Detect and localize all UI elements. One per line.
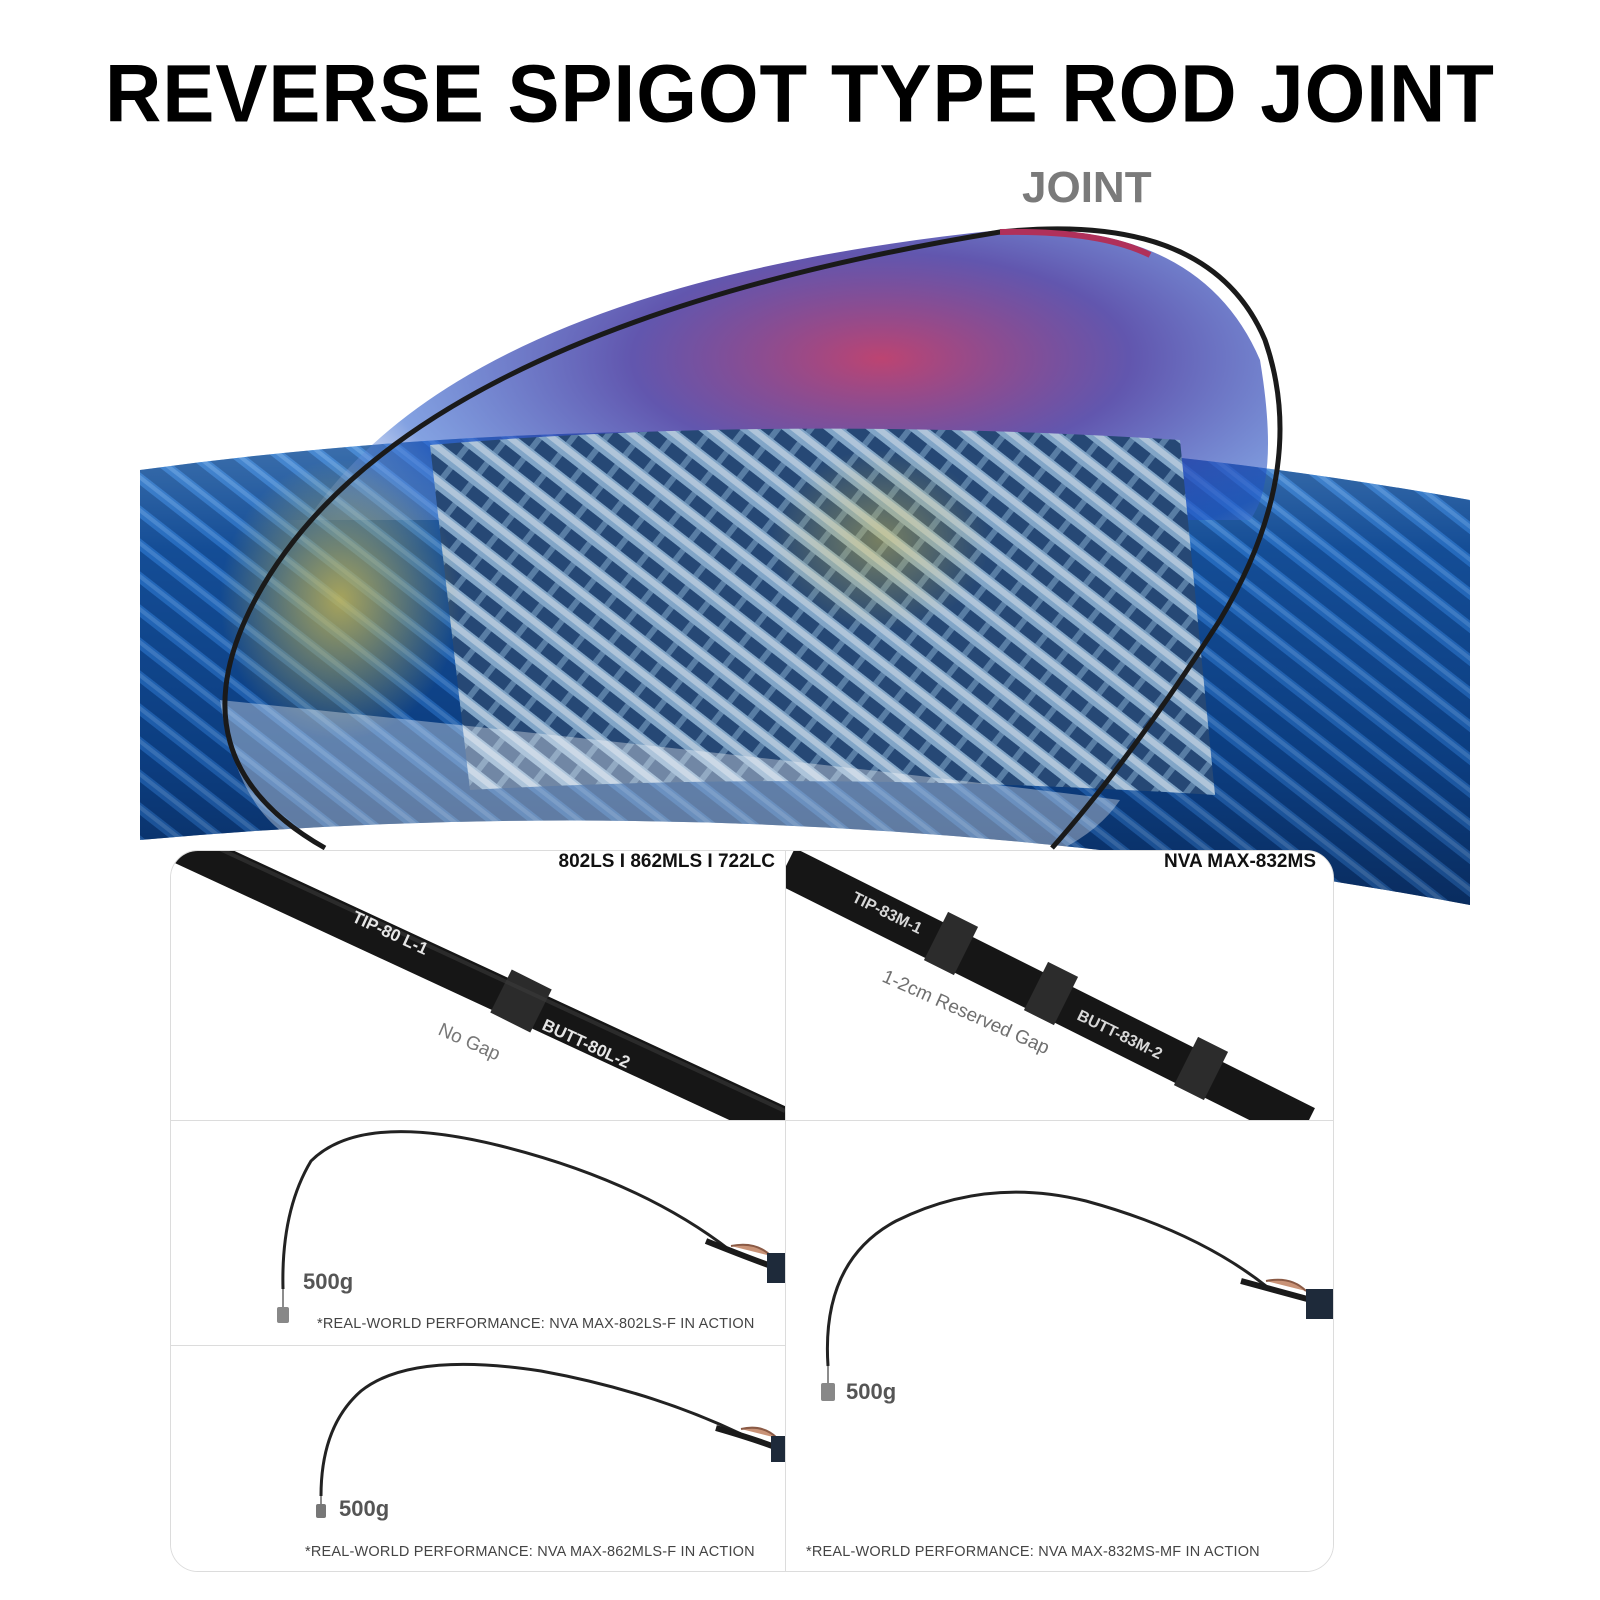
comparison-panel: TIP-80 L-1 BUTT-80L-2 No Gap 802LS I 862… — [170, 850, 1334, 1572]
weight-label: 500g — [846, 1379, 897, 1404]
divider-vertical — [785, 851, 786, 1571]
weight-icon — [821, 1383, 835, 1401]
rod-loop — [222, 226, 1283, 851]
model-list: 802LS I 862MLS I 722LC — [558, 851, 776, 872]
bend-test-832ms: 500g *REAL-WORLD PERFORMANCE: NVA MAX-83… — [786, 1121, 1333, 1571]
gap-label: No Gap — [435, 1019, 503, 1065]
performance-caption: *REAL-WORLD PERFORMANCE: NVA MAX-802LS-F… — [317, 1316, 755, 1332]
joint-label: JOINT — [1022, 163, 1152, 212]
divider-horizontal-left — [171, 1345, 785, 1346]
weight-icon — [277, 1307, 289, 1323]
weight-icon — [316, 1504, 326, 1518]
divider-horizontal-top — [171, 1120, 1333, 1121]
rod-closeup-left: TIP-80 L-1 BUTT-80L-2 No Gap — [173, 851, 785, 1120]
weight-label: 500g — [303, 1269, 354, 1294]
joint-closeup-no-gap: TIP-80 L-1 BUTT-80L-2 No Gap 802LS I 862… — [171, 851, 785, 1120]
bent-rod-832ms — [821, 1190, 1333, 1401]
joint-closeup-reserved-gap: TIP-83M-1 BUTT-83M-2 1-2cm Reserved Gap … — [786, 851, 1333, 1120]
bent-rod-802ls — [277, 1130, 785, 1323]
bend-test-802ls: 500g *REAL-WORLD PERFORMANCE: NVA MAX-80… — [171, 1121, 785, 1345]
performance-caption: *REAL-WORLD PERFORMANCE: NVA MAX-832MS-M… — [806, 1544, 1260, 1560]
rod-closeup-right: TIP-83M-1 BUTT-83M-2 1-2cm Reserved Gap — [786, 851, 1315, 1120]
weight-label: 500g — [339, 1496, 390, 1521]
model-name: NVA MAX-832MS — [1163, 851, 1316, 872]
bent-rod-862mls — [316, 1362, 785, 1518]
performance-caption: *REAL-WORLD PERFORMANCE: NVA MAX-862MLS-… — [305, 1544, 755, 1560]
bend-test-862mls: 500g *REAL-WORLD PERFORMANCE: NVA MAX-86… — [171, 1346, 785, 1571]
page-title: REVERSE SPIGOT TYPE ROD JOINT — [105, 46, 1495, 140]
